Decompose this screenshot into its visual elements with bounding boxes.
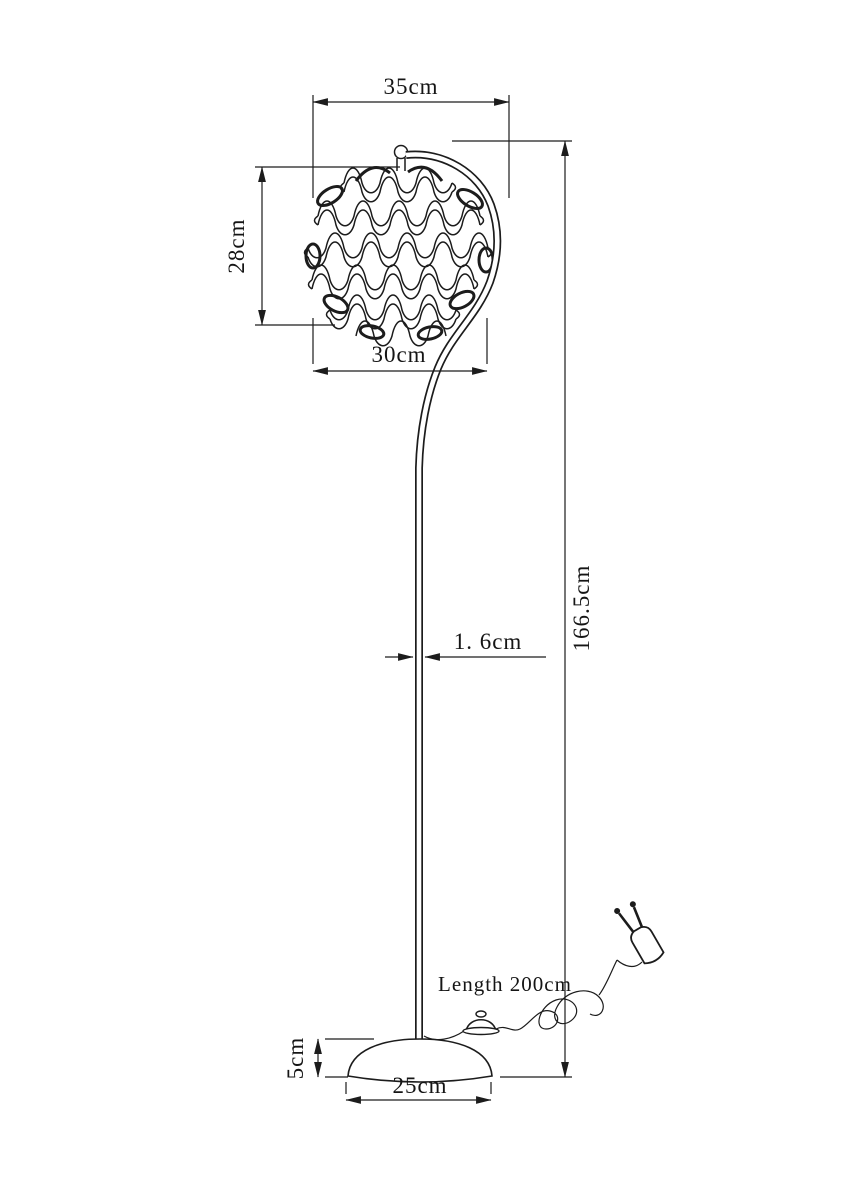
lamp-base	[347, 1038, 493, 1083]
dim-pole-diameter: 1. 6cm	[385, 629, 546, 661]
cord-riser	[598, 959, 618, 996]
plug	[614, 901, 665, 965]
inline-switch	[462, 1010, 500, 1036]
dim-label-pole-diameter: 1. 6cm	[454, 629, 523, 654]
lamp-shade	[303, 144, 495, 347]
cord-length-label: Length 200cm	[438, 972, 572, 996]
shade-band	[343, 167, 453, 194]
pole-inner	[405, 152, 500, 1041]
shade-petal-tabs	[304, 165, 495, 341]
shade-band	[307, 241, 489, 268]
lamp-pole	[405, 150, 502, 1041]
shade-band	[317, 209, 481, 236]
shade-band	[329, 303, 457, 330]
plug-prong	[632, 906, 644, 928]
plug-body	[630, 925, 665, 965]
plug-prong-tip	[614, 908, 621, 915]
shade-band	[355, 320, 447, 347]
cord-coil	[495, 990, 604, 1031]
shade-band	[343, 176, 453, 203]
dim-base-diameter: 25cm	[345, 1073, 492, 1104]
cord-plug-tail	[616, 959, 643, 968]
dim-shade-top-width: 35cm	[312, 74, 510, 198]
shade-band	[317, 200, 481, 227]
plug-prong-tip	[629, 901, 636, 908]
shade-band	[311, 264, 475, 291]
dim-total-height: 166.5cm	[452, 140, 594, 1078]
dim-label-base-diameter: 25cm	[392, 1073, 447, 1098]
dim-shade-height: 28cm	[224, 166, 400, 326]
dim-label-base-height: 5cm	[283, 1037, 308, 1080]
shade-band	[329, 294, 457, 321]
dim-shade-bottom-width: 30cm	[312, 318, 488, 375]
power-cord	[423, 901, 665, 1041]
dim-base-height: 5cm	[283, 1037, 374, 1080]
switch-button	[475, 1010, 487, 1018]
base-dome	[347, 1038, 493, 1083]
dim-label-shade-top-width: 35cm	[383, 74, 438, 99]
dim-label-shade-bottom-width: 30cm	[371, 342, 426, 367]
switch-base	[462, 1026, 500, 1036]
dim-label-shade-height: 28cm	[224, 218, 249, 273]
shade-band	[307, 232, 489, 259]
cord-segment	[423, 1030, 465, 1041]
dim-label-total-height: 166.5cm	[569, 565, 594, 652]
plug-prong	[618, 912, 635, 933]
